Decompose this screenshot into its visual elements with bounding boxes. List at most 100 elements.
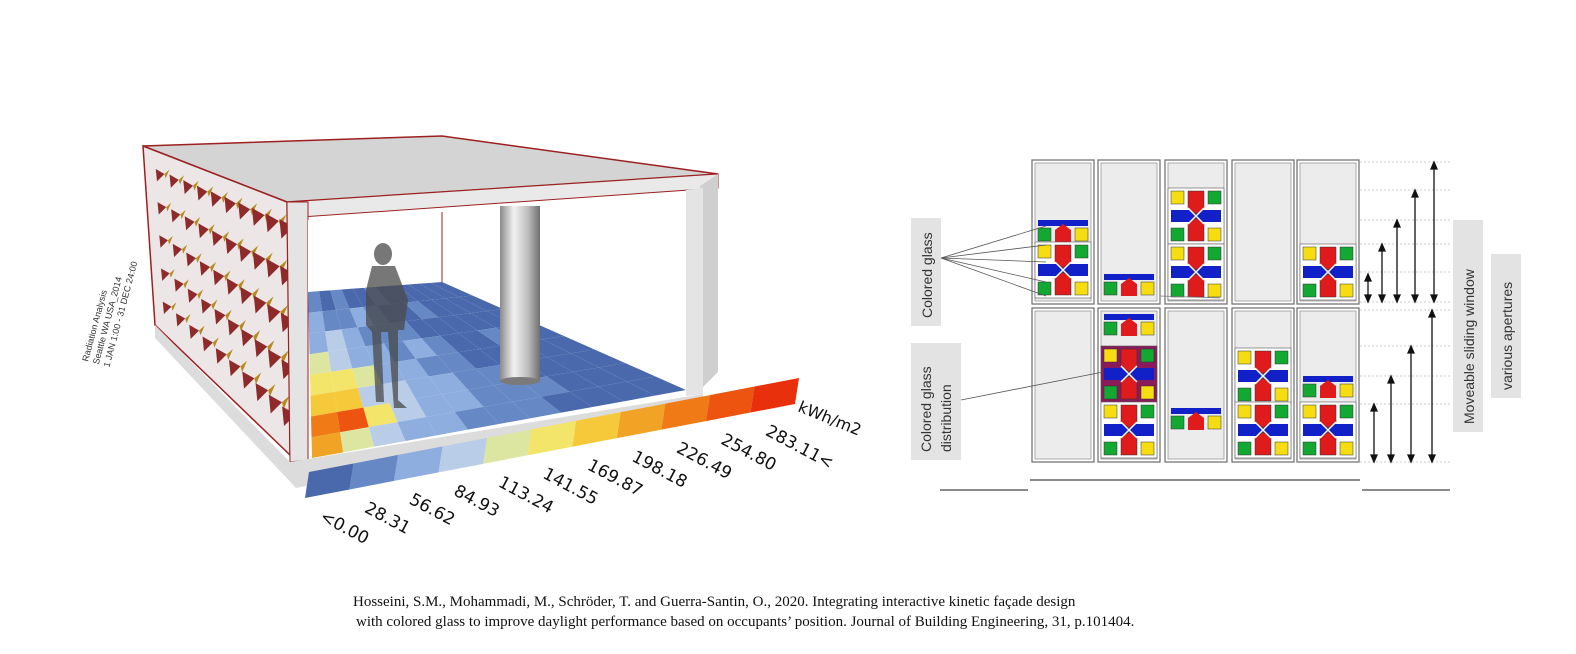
colored-glass-module [1299,401,1357,459]
facade-module-glass [199,325,205,336]
floor-cell [322,309,342,332]
facade-module-glass [181,244,188,254]
colored-glass-module-partial [1170,408,1222,430]
glass-cross [1054,261,1072,279]
front-frame-left [286,201,309,463]
floor-cell [319,290,336,312]
green-glass [1074,244,1089,259]
facade-module-glass [268,384,276,397]
facade-module-glass [240,360,248,373]
dimension-guides [1360,161,1450,463]
floor-cell [569,386,624,407]
floor-cell [340,427,375,453]
yellow-glass [1103,348,1118,363]
facade-module-shade [279,219,294,239]
floor-cell [445,296,487,314]
facade-module-shade [162,301,172,315]
yellow-glass [1140,321,1155,336]
red-glass [1121,278,1137,296]
facade-module-shade [160,268,170,281]
facade-module-glass [196,253,202,263]
red-glass [1121,318,1137,336]
glass-cross [1319,421,1337,439]
floor-cell [337,407,369,433]
floor-cell [341,288,364,309]
facade-module-glass [208,224,215,235]
various-apertures-label-box [1491,254,1521,398]
facade-module-shade [157,202,167,215]
floor-cell [331,368,358,392]
colored-glass-modules [1034,187,1357,459]
floor-cell [468,385,513,407]
facade-module-shade [189,324,200,339]
arrow-head [1411,294,1419,304]
facade-module-shade [226,278,239,295]
glass-cross [1254,421,1272,439]
floor-cell [368,422,406,447]
moveable-window-label: Moveable sliding window [1461,268,1477,424]
green-glass [1274,404,1289,419]
glass-cross [1187,263,1205,281]
facade-module-glass [281,350,289,364]
yellow-glass [1237,404,1252,419]
arrow-head [1407,344,1415,354]
various-apertures-label: various apertures [1499,282,1515,390]
floor-cell [381,380,416,404]
facade-module-glass [267,340,275,353]
floor-cell [415,394,455,417]
facade-module-shade [265,213,279,233]
floor-cell [483,401,531,424]
right-frame-wall [700,174,718,390]
facade-module-glass [197,289,204,300]
green-glass [1037,227,1052,242]
colored-glass-label: Colored glass [919,232,935,318]
yellow-glass [1339,441,1354,456]
arrow-head [1364,294,1372,304]
floor-cell [415,355,453,377]
leader-lines [940,225,1221,401]
kinetic-facade-modules [155,168,304,426]
facade-module-glass [166,202,172,212]
legend-swatch [483,429,532,464]
legend-swatch [661,395,710,430]
floor-cell [309,331,329,355]
arrow-head [1378,294,1386,304]
arrow-head [1411,188,1419,198]
facade-module-shade [171,209,181,223]
facade-module-shade [202,336,213,352]
colored-glass-distribution-label-box [911,343,961,460]
floor-cell [405,376,442,399]
green-glass [1170,227,1185,242]
green-glass [1140,404,1155,419]
facade-module-shade [175,313,186,327]
yellow-glass [1237,350,1252,365]
floor-cell [397,417,437,441]
blue-glass-bar [1303,376,1353,382]
floor-cell [547,353,599,372]
arrow-head [1430,294,1438,304]
arrow-head [1428,454,1436,464]
green-glass [1103,281,1118,296]
yellow-glass [1037,244,1052,259]
facade-module-shade [280,312,295,333]
floor-cell [570,349,625,368]
facade-module-shade [242,371,255,389]
facade-panel-lower-glass [1167,310,1225,460]
floor-cell [394,358,429,381]
floor-cell [311,432,344,458]
facade-module-glass [185,313,191,324]
facade-module-shade [215,348,227,364]
colored-glass-module [1100,345,1158,403]
floor-cell [437,352,477,373]
floor-cell [308,311,326,334]
facade-module-glass [178,175,185,185]
facade-module-shade [225,237,238,254]
floor-cell [542,336,595,354]
yellow-glass [1274,441,1289,456]
floor-cell [311,412,341,438]
yellow-glass [1103,404,1118,419]
facade-module-glass [225,309,232,321]
facade-module-shade [238,202,251,220]
legend-tick-label: 84.93 [450,481,502,522]
